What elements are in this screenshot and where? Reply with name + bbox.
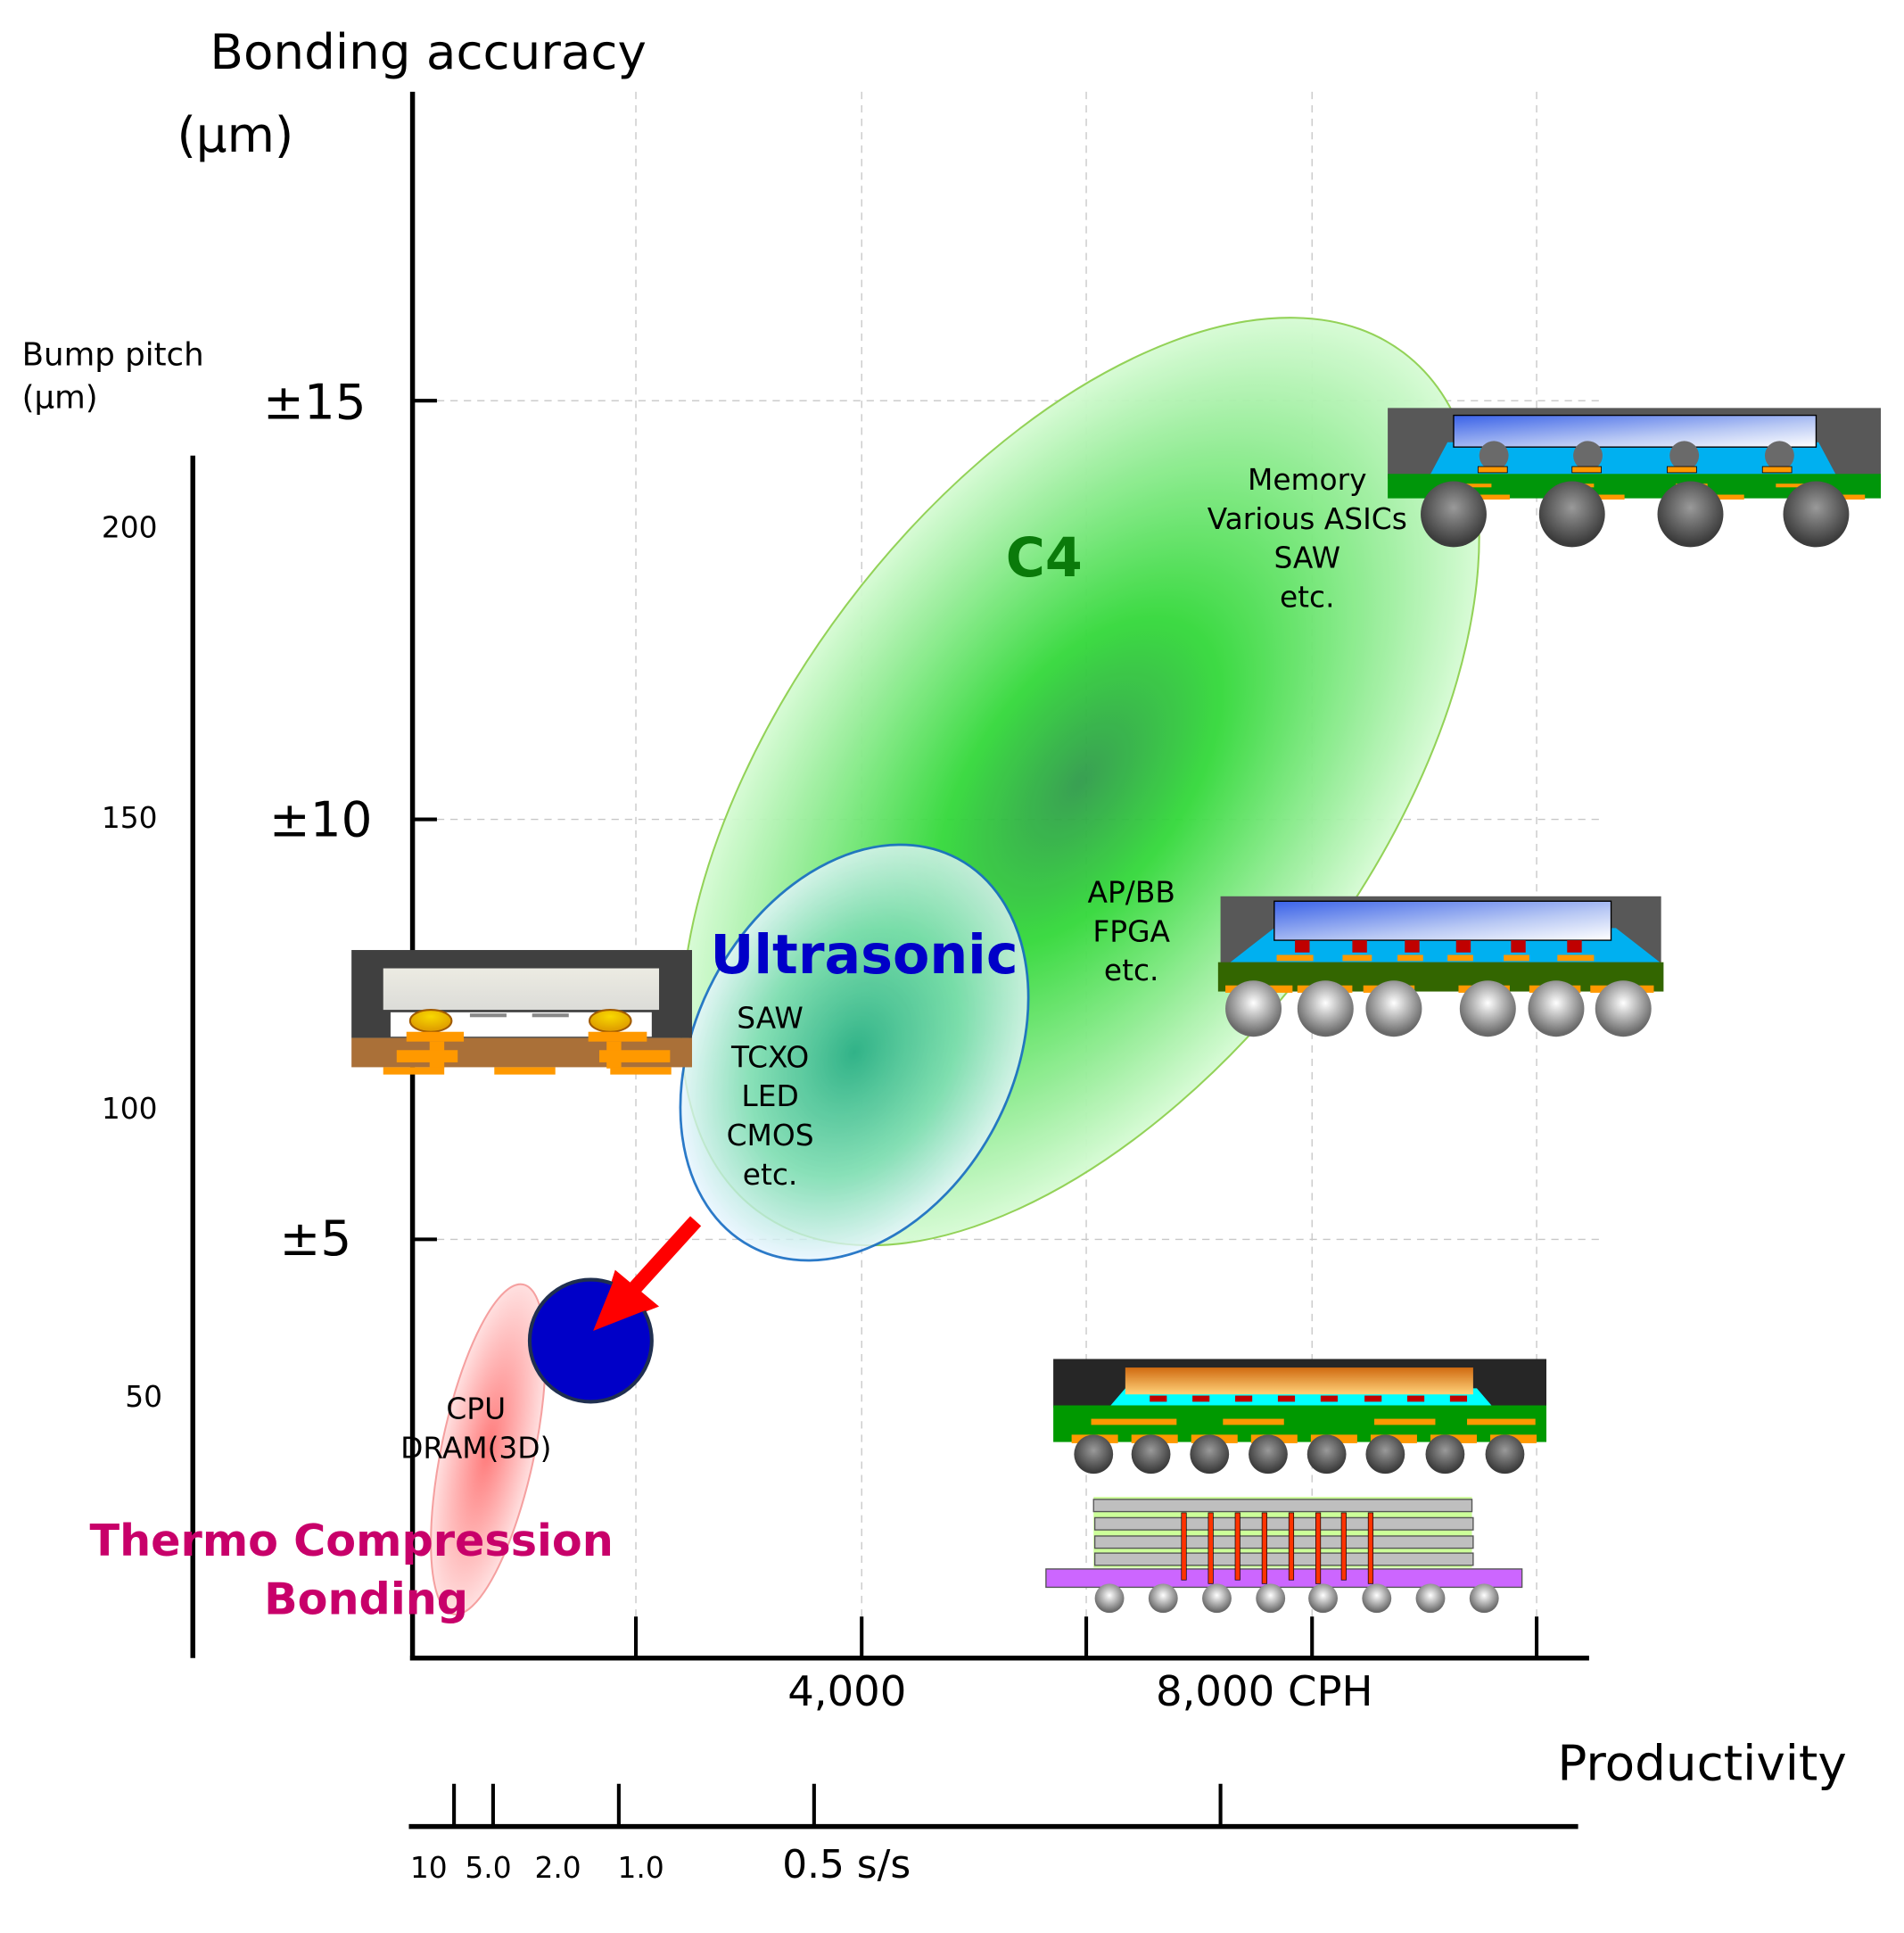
time-tick-label: 2.0 (534, 1851, 581, 1885)
x-axis-title: Productivity (1557, 1735, 1846, 1792)
pitch-tick-label: 50 (125, 1380, 162, 1414)
cph-tick-label: 8,000 CPH (1156, 1667, 1372, 1715)
axes (190, 91, 1589, 1830)
c4-region (680, 317, 1480, 1247)
ultrasonic-region (679, 843, 1030, 1262)
y-tick-label: ±10 (269, 791, 373, 848)
pitch-tick-label: 150 (102, 801, 158, 835)
app-label: LED (741, 1079, 798, 1113)
app-label: etc. (1104, 954, 1159, 987)
app-label: TCXO (730, 1040, 809, 1074)
app-label: CMOS (727, 1119, 814, 1152)
pitch-axis-unit: (μm) (22, 379, 98, 416)
pitch-tick-label: 100 (102, 1092, 158, 1126)
package-illustration-tcb-cpu (1053, 1359, 1547, 1475)
app-label: etc. (1280, 580, 1335, 614)
y-axis-title: Bonding accuracy (210, 23, 646, 80)
app-label: FPGA (1092, 914, 1170, 948)
time-tick-label: 1.0 (618, 1851, 664, 1885)
tcb-region (430, 1283, 547, 1615)
app-label: etc. (743, 1158, 798, 1192)
y-axis-unit: (μm) (177, 106, 293, 163)
app-label: AP/BB (1088, 876, 1175, 910)
ultrasonic-apps: SAW TCXO LED CMOS etc. (727, 1002, 814, 1192)
cph-tick-label: 4,000 (787, 1667, 906, 1715)
time-tick-label: 5.0 (465, 1851, 511, 1885)
arrow-head-icon (593, 1273, 655, 1332)
pitch-axis-title: Bump pitch (22, 336, 204, 373)
package-illustration-3d-dram (1045, 1497, 1523, 1614)
y-tick-label: ±5 (279, 1210, 351, 1267)
package-illustration-c4-memory (1388, 408, 1881, 548)
app-label: Various ASICs (1208, 502, 1407, 536)
c4-apps-mid: AP/BB FPGA etc. (1088, 876, 1175, 988)
app-label: SAW (1273, 541, 1340, 575)
package-illustration-gold-bump (351, 950, 692, 1075)
migration-arrow (629, 1216, 702, 1293)
ultrasonic-label: Ultrasonic (711, 924, 1018, 987)
y-tick-label: ±15 (263, 374, 367, 431)
c4-label: C4 (1006, 527, 1083, 590)
time-tick-label: 0.5 s/s (782, 1842, 911, 1888)
app-label: DRAM(3D) (400, 1431, 551, 1465)
tcb-label-line2: Bonding (264, 1574, 468, 1625)
pitch-tick-label: 200 (102, 510, 158, 544)
time-tick-label: 10 (410, 1851, 448, 1885)
c4-apps-top: Memory Various ASICs SAW etc. (1208, 463, 1407, 614)
app-label: CPU (446, 1392, 506, 1426)
app-label: SAW (737, 1002, 804, 1036)
package-illustration-c4-apbb (1217, 896, 1664, 1037)
tcb-apps: CPU DRAM(3D) (400, 1392, 551, 1466)
tcb-label-line1: Thermo Compression (90, 1515, 614, 1566)
app-label: Memory (1248, 463, 1367, 497)
